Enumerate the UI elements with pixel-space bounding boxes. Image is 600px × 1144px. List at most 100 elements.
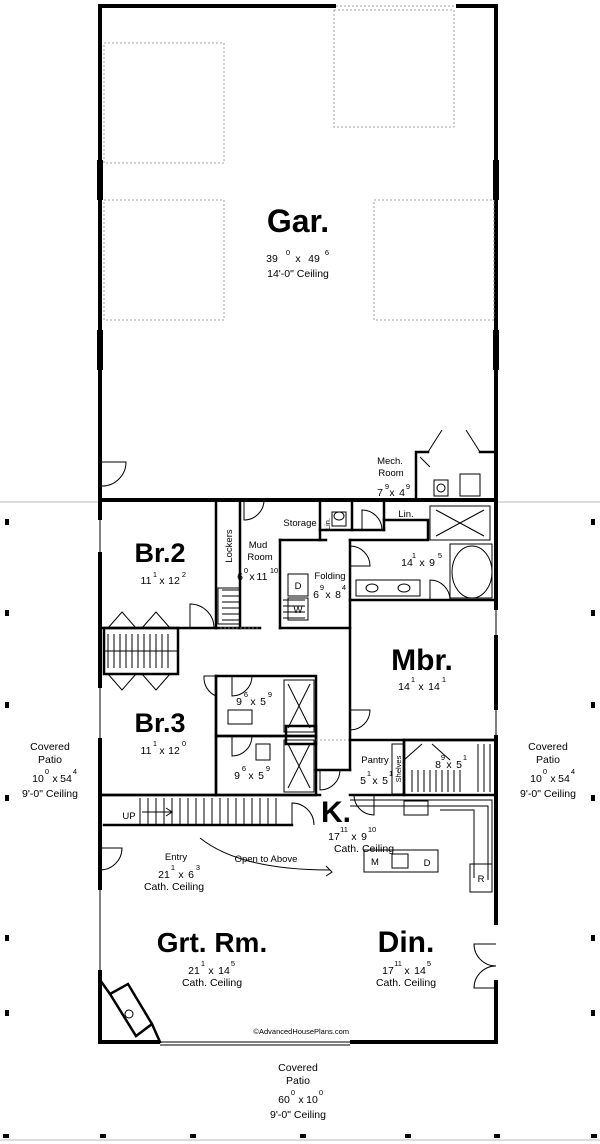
patio-left-ceiling: 9'-0" Ceiling (22, 788, 78, 800)
patio-outline (0, 501, 600, 1141)
patio-right-dim-a: 10 (530, 773, 542, 785)
mech-dim-b-sup: 9 (406, 482, 410, 491)
patio-bottom-name-1: Covered (278, 1062, 318, 1074)
garage-name: Gar. (267, 203, 329, 239)
patio-bottom-dim-b: 10 (306, 1094, 318, 1106)
pantry-dim-a-sup: 1 (367, 769, 371, 778)
mbr-dim-b-sup: 1 (442, 675, 446, 684)
mbr-dim-a: 14 (398, 681, 410, 693)
patio-bottom-name-2: Patio (286, 1075, 310, 1087)
garage-dim-x: x (295, 253, 301, 265)
bath1-dim-b: 5 (260, 696, 266, 708)
mbath-dim-b-sup: 5 (438, 551, 442, 560)
patio-right-name-1: Covered (528, 741, 568, 753)
lin-small-name: Lin. (323, 518, 332, 530)
open-to-above-note: Open to Above (235, 854, 298, 865)
bath1-dim-x: x (250, 696, 256, 708)
patio-left-name-1: Covered (30, 741, 70, 753)
dining-dim-b-sup: 5 (427, 959, 431, 968)
mech-dim-a: 7 (377, 487, 383, 499)
mbr-name: Mbr. (391, 644, 453, 677)
dining-dim-x: x (404, 965, 410, 977)
entry-name: Entry (165, 852, 187, 863)
garage-dim-b: 49 (308, 253, 320, 265)
dining-dim-b: 14 (414, 965, 426, 977)
wic-dim-b-sup: 1 (463, 753, 467, 762)
mud-dim-a-sup: 0 (244, 566, 248, 575)
washer-label: W (294, 605, 303, 616)
kitchen-dim-b-sup: 10 (368, 825, 376, 834)
mbr-dim-b: 14 (428, 681, 440, 693)
kitchen-name: K. (321, 796, 351, 829)
mbath-dim-x: x (419, 557, 425, 569)
br2-name: Br.2 (134, 538, 185, 568)
pantry-dim-a: 5 (360, 775, 366, 787)
folding-dim-x: x (325, 589, 331, 601)
patio-left-dim-x: x (52, 773, 58, 785)
dining-dim-a: 17 (382, 965, 394, 977)
br3-dim-b: 12 (168, 745, 180, 757)
folding-name: Folding (314, 571, 345, 582)
mech-name-1: Mech. (377, 456, 403, 467)
greatroom-dim-b-sup: 5 (231, 959, 235, 968)
pantry-dim-b-sup: 1 (389, 769, 393, 778)
garage-dim-b-sup: 6 (325, 248, 329, 257)
kitchen-dim-a-sup: 11 (340, 825, 348, 834)
patio-left-dim-a-sup: 0 (45, 767, 49, 776)
interior-walls (98, 498, 498, 1044)
wic-dim-b: 5 (456, 759, 462, 771)
stairs-up-label: UP (122, 811, 135, 822)
copyright-icon: © (253, 1027, 259, 1036)
patio-bottom-dim-b-sup: 0 (319, 1088, 323, 1097)
microwave-label: M (371, 857, 379, 868)
greatroom-dim-x: x (208, 965, 214, 977)
shelves-name: Shelves (394, 755, 403, 782)
patio-right-dim-b-sup: 4 (571, 767, 575, 776)
pantry-dim-x: x (372, 775, 378, 787)
folding-dim-b-sup: 4 (342, 583, 346, 592)
mbath-dim-a-sup: 1 (412, 551, 416, 560)
greatroom-dim-b: 14 (218, 965, 230, 977)
patio-bottom-ceiling: 9'-0" Ceiling (270, 1109, 326, 1121)
mech-dim-b: 4 (399, 487, 405, 499)
entry-ceiling: Cath. Ceiling (144, 881, 204, 893)
dryer-label: D (295, 581, 302, 592)
pantry-dim-b: 5 (382, 775, 388, 787)
folding-dim-b: 8 (335, 589, 341, 601)
patio-left-dim-a: 10 (32, 773, 44, 785)
patio-bottom-dim-a-sup: 0 (291, 1088, 295, 1097)
storage-name: Storage (283, 518, 316, 529)
dining-dim-a-sup: 11 (394, 959, 402, 968)
mbath-dim-b: 9 (429, 557, 435, 569)
fridge-label: R (478, 874, 485, 885)
patio-right-dim-a-sup: 0 (543, 767, 547, 776)
bath1-dim-b-sup: 9 (268, 690, 272, 699)
kitchen-dim-a: 17 (328, 831, 340, 843)
garage-dim-a-sup: 0 (286, 248, 290, 257)
kitchen-dim-b: 9 (361, 831, 367, 843)
mech-name-2: Room (378, 468, 403, 479)
bath2-dim-a-sup: 6 (242, 764, 246, 773)
patio-right-dim-b: 54 (558, 773, 570, 785)
wic-dim-x: x (446, 759, 452, 771)
greatroom-dim-a: 21 (188, 965, 200, 977)
br2-dim-x: x (159, 575, 165, 587)
mbath-dim-a: 14 (401, 557, 413, 569)
br2-dim-a-sup: 1 (153, 570, 157, 579)
bath2-dim-b: 5 (258, 770, 264, 782)
garage-ceiling: 14'-0" Ceiling (267, 268, 329, 280)
site-credit: AdvancedHousePlans.com (259, 1027, 349, 1036)
patio-left-dim-b-sup: 4 (73, 767, 77, 776)
house-walls (97, 498, 499, 1046)
mech-dim-x: x (389, 487, 395, 499)
kitchen-dim-x: x (351, 831, 357, 843)
wic-dim-a: 8 (435, 759, 441, 771)
mud-dim-b-sup: 10 (270, 566, 278, 575)
greatroom-name: Grt. Rm. (157, 927, 267, 958)
patio-right-ceiling: 9'-0" Ceiling (520, 788, 576, 800)
patio-right-dim-x: x (550, 773, 556, 785)
bath1-dim-a: 9 (236, 696, 242, 708)
entry-dim-b: 6 (188, 869, 194, 881)
greatroom-dim-a-sup: 1 (201, 959, 205, 968)
pantry-name: Pantry (361, 755, 389, 766)
